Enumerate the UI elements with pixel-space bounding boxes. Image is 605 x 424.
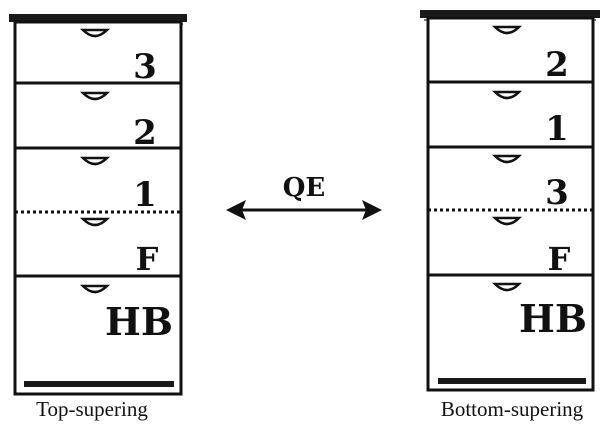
right-hive-bottom-board (438, 378, 586, 384)
qe-arrow: QE (226, 173, 382, 220)
left-box-label-3: 1 (133, 175, 157, 215)
left-box-label-1: 3 (133, 47, 157, 87)
right-hive-body (426, 16, 595, 392)
handhold-icon (491, 216, 523, 226)
left-box-label-4: F (136, 240, 159, 278)
handhold-icon (491, 25, 523, 35)
left-hive-caption: Top-supering (36, 397, 148, 421)
left-box-label-2: 2 (133, 113, 157, 153)
arrow-label: QE (283, 173, 325, 203)
right-hive: 2 1 3 F HB Bottom-supering (420, 10, 600, 421)
right-hive-lid (420, 10, 600, 18)
left-hive: 3 2 1 F HB Top-supering (9, 14, 187, 421)
right-box-label-1: 2 (545, 45, 569, 85)
right-box-label-5: HB (519, 296, 587, 341)
handhold-icon (79, 217, 111, 227)
right-box-label-2: 1 (545, 109, 569, 149)
handhold-icon (491, 282, 523, 292)
right-box-label-3: 3 (545, 173, 569, 213)
right-hive-caption: Bottom-supering (441, 397, 584, 421)
left-hive-bottom-board (24, 381, 174, 387)
handhold-icon (79, 28, 111, 38)
handhold-icon (491, 90, 523, 100)
handhold-icon (79, 156, 111, 166)
arrow-right-head-icon (362, 200, 382, 220)
arrow-left-head-icon (226, 200, 246, 220)
handhold-icon (491, 154, 523, 164)
left-hive-lid (9, 14, 187, 22)
handhold-icon (79, 284, 111, 294)
left-box-label-5: HB (105, 299, 173, 344)
right-box-label-4: F (548, 240, 571, 278)
handhold-icon (79, 91, 111, 101)
